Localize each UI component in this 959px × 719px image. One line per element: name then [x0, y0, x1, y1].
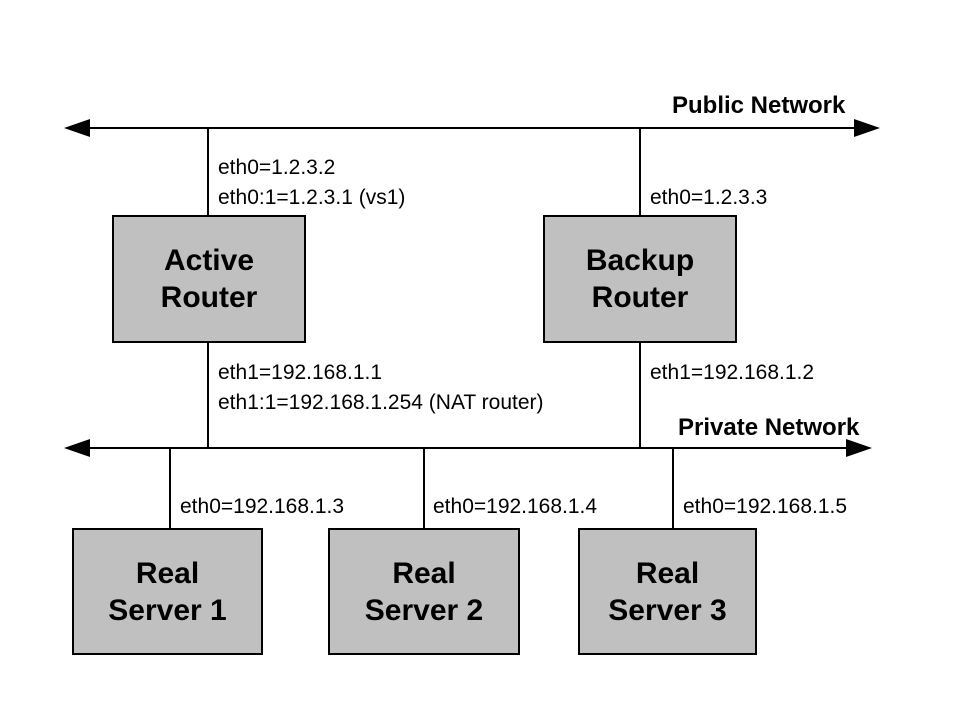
connector-public-to-active-router: [207, 128, 209, 216]
server3-eth0-label: eth0=192.168.1.5: [683, 495, 848, 518]
connector-private-to-server2: [423, 449, 425, 528]
connector-backup-router-to-private: [639, 343, 641, 448]
public-network-label: Public Network: [672, 92, 846, 119]
arrow-right-icon: [846, 439, 872, 457]
node-label-line: Router: [591, 281, 689, 314]
public-network-line: [72, 127, 858, 129]
connector-private-to-server1: [169, 449, 171, 528]
node-backup-router: Backup Router: [543, 215, 737, 343]
node-label-line: Backup: [585, 244, 695, 277]
arrow-right-icon: [854, 119, 880, 137]
node-real-server-2: Real Server 2: [328, 528, 520, 655]
arrow-left-icon: [64, 119, 90, 137]
server1-eth0-label: eth0=192.168.1.3: [180, 495, 345, 518]
node-label-line: Server 3: [608, 593, 727, 627]
node-active-router: Active Router: [112, 215, 306, 343]
active-router-eth1-alias-label: eth1:1=192.168.1.254 (NAT router): [218, 391, 544, 414]
server2-eth0-label: eth0=192.168.1.4: [433, 495, 598, 518]
node-real-server-1: Real Server 1: [72, 528, 263, 655]
node-label-line: Server 2: [364, 593, 484, 627]
connector-public-to-backup-router: [639, 128, 641, 216]
backup-router-eth1-label: eth1=192.168.1.2: [650, 361, 815, 384]
node-label-line: Real: [392, 556, 456, 590]
private-network-line: [72, 447, 850, 449]
active-router-eth0-label: eth0=1.2.3.2: [218, 156, 336, 179]
active-router-eth0-alias-label: eth0:1=1.2.3.1 (vs1): [218, 186, 406, 209]
node-label-line: Router: [160, 281, 258, 314]
arrow-left-icon: [64, 439, 90, 457]
backup-router-eth0-label: eth0=1.2.3.3: [650, 186, 768, 209]
connector-private-to-server3: [672, 449, 674, 528]
active-router-eth1-label: eth1=192.168.1.1: [218, 361, 383, 384]
node-label-line: Real: [135, 556, 200, 590]
node-label-line: Active: [163, 244, 255, 277]
node-label-line: Real: [635, 556, 700, 590]
private-network-label: Private Network: [678, 414, 860, 441]
connector-active-router-to-private: [207, 343, 209, 448]
node-label-line: Server 1: [108, 593, 227, 627]
node-real-server-3: Real Server 3: [578, 528, 757, 655]
